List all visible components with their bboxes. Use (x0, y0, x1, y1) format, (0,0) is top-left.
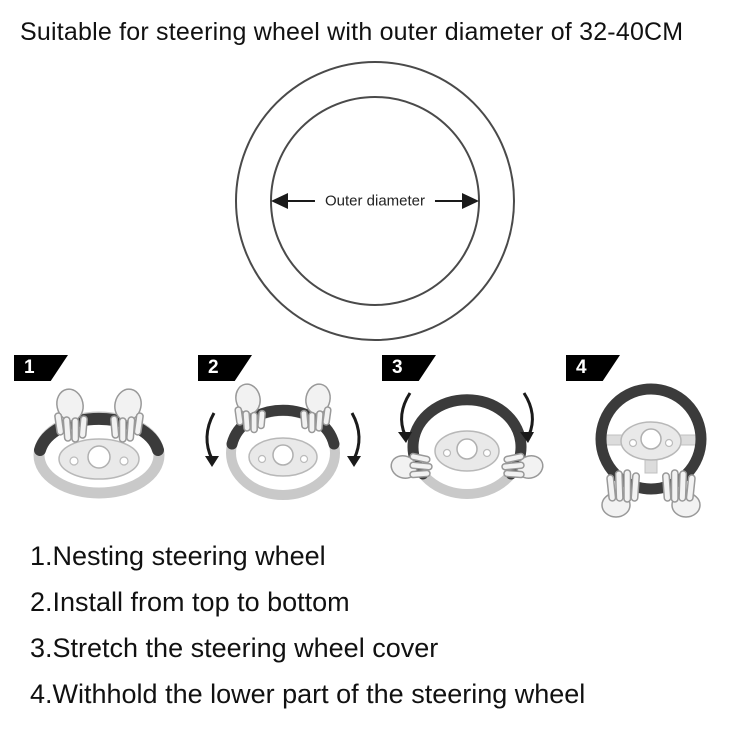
instruction-line-3: 3.Stretch the steering wheel cover (30, 633, 439, 663)
left-hand (601, 469, 641, 518)
instruction-line-1: 1.Nesting steering wheel (30, 541, 326, 571)
instruction-line-2: 2.Install from top to bottom (30, 587, 350, 617)
step-4-illustration (595, 383, 707, 518)
instruction-list: 1.Nesting steering wheel 2.Install from … (0, 525, 750, 710)
step-2-illustration (205, 381, 361, 500)
arrowhead-right (462, 193, 479, 209)
right-hand (299, 381, 334, 434)
wheel-cover (34, 412, 164, 456)
step-panel-1: 1 (14, 355, 184, 525)
left-hand (54, 388, 88, 443)
hub-center (87, 445, 111, 469)
right-hand (661, 469, 701, 518)
step-panel-4: 4 (566, 355, 736, 525)
down-arrow-left (398, 392, 412, 443)
wheel-cover (407, 394, 527, 480)
page-title: Suitable for steering wheel with outer d… (20, 18, 684, 46)
left-hand (234, 383, 266, 434)
down-arrow-right (347, 412, 361, 467)
outer-circle (235, 61, 515, 341)
right-hand (501, 451, 547, 483)
step-3-illustration (390, 392, 547, 499)
step-panel-3: 3 (382, 355, 552, 525)
step-1-illustration (33, 385, 165, 499)
step-panel-2: 2 (198, 355, 368, 525)
down-arrow-right (520, 392, 534, 443)
wheel-cover (595, 383, 707, 495)
outer-diameter-diagram: Outer diameter (225, 55, 525, 347)
wheel-cover (226, 404, 340, 450)
arrowhead-left (271, 193, 288, 209)
instruction-line-4: 4.Withhold the lower part of the steerin… (30, 679, 586, 709)
down-arrow-left (205, 412, 219, 467)
outer-diameter-label: Outer diameter (314, 190, 436, 212)
installation-steps: 1 2 (0, 347, 750, 525)
left-hand (390, 452, 433, 480)
